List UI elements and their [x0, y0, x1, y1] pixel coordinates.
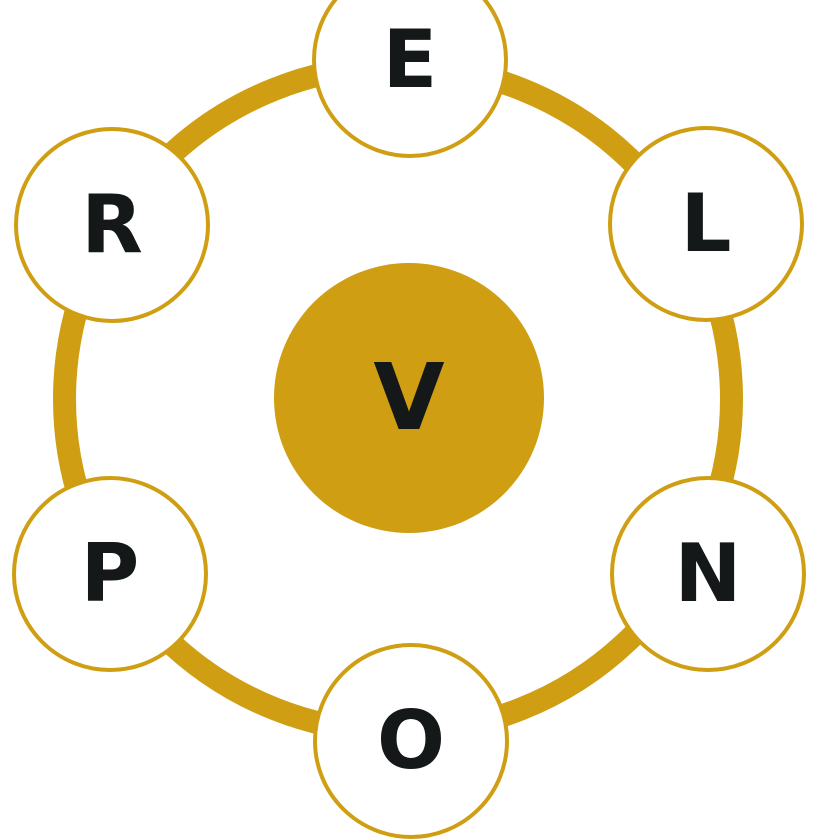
- letter-tile-upper-left[interactable]: R: [14, 127, 210, 323]
- letter-label: L: [680, 177, 732, 270]
- letter-tile-lower-left[interactable]: P: [12, 476, 208, 672]
- letter-tile-lower-right[interactable]: N: [610, 476, 806, 672]
- letter-label: N: [674, 527, 742, 620]
- letter-tile-bottom[interactable]: O: [313, 643, 509, 839]
- letter-wheel-puzzle: E L N O P R V: [12, 0, 806, 839]
- letter-label: E: [382, 13, 438, 106]
- letter-tile-upper-right[interactable]: L: [608, 126, 804, 322]
- letter-label: R: [81, 178, 143, 271]
- letter-label: O: [376, 694, 445, 787]
- letter-tile-top[interactable]: E: [312, 0, 508, 158]
- center-letter-tile[interactable]: V: [274, 263, 544, 533]
- letter-label: P: [80, 527, 140, 620]
- center-letter-label: V: [373, 344, 445, 451]
